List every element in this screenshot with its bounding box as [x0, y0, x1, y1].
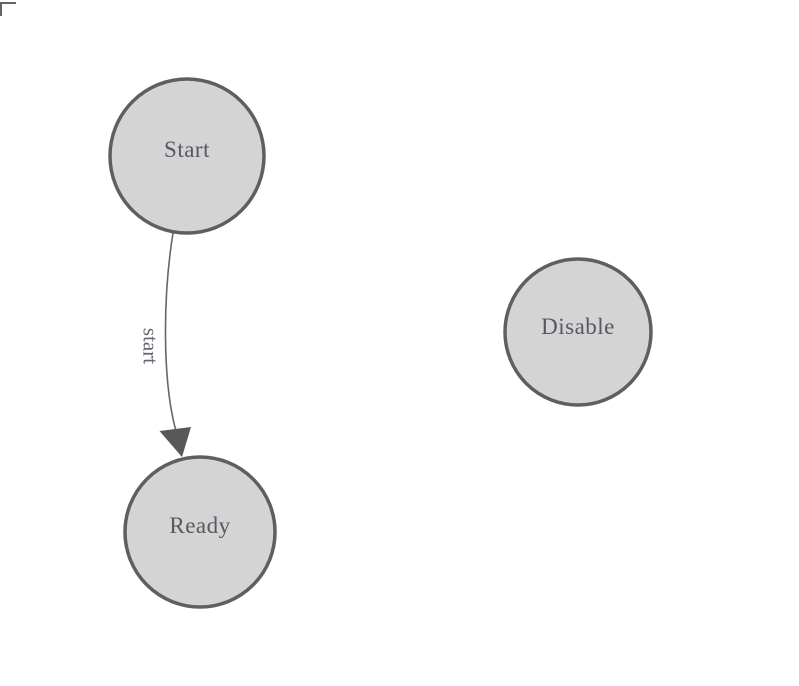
edge-arrowhead-icon [159, 427, 191, 457]
edge-start-to-ready[interactable] [159, 232, 192, 457]
state-node-start[interactable] [108, 77, 266, 235]
edge-label-start[interactable]: start [138, 327, 163, 365]
state-label-ready: Ready [169, 513, 231, 538]
state-label-start: Start [164, 137, 210, 162]
state-node-disable[interactable] [503, 257, 653, 407]
canvas-origin-marker [0, 2, 16, 16]
state-node-ready[interactable] [123, 455, 277, 609]
edge-path[interactable] [164, 232, 177, 432]
state-label-disable: Disable [541, 314, 615, 339]
